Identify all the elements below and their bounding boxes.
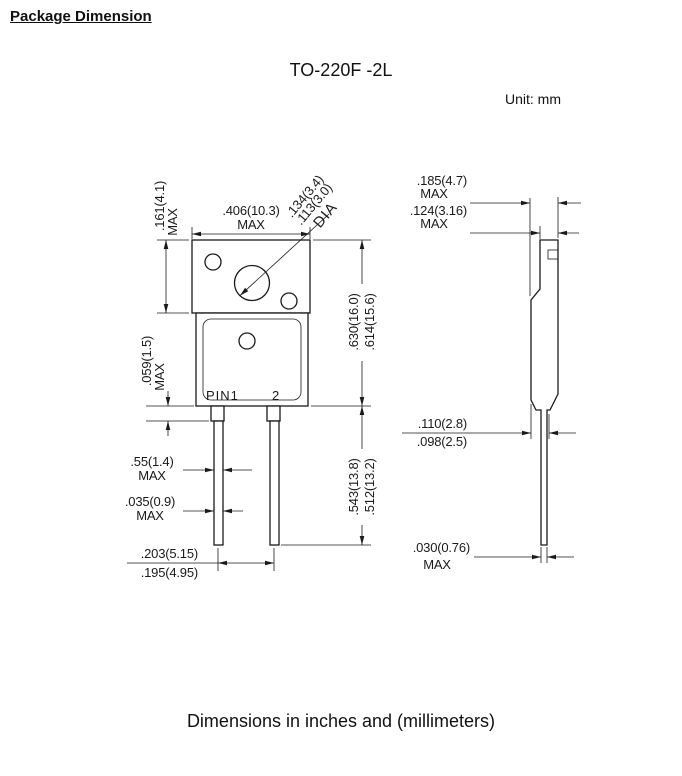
arrowhead (359, 536, 365, 545)
arrowhead (192, 231, 201, 237)
dim-overall-height-lower: .614(15.6) (362, 293, 377, 350)
side-detail-notch (547, 249, 559, 260)
front-view: PIN1 2 (191, 239, 311, 546)
arrowhead (223, 467, 232, 473)
dim-lead-pitch-upper: .203(5.15) (141, 546, 198, 561)
footer-note: Dimensions in inches and (millimeters) (186, 711, 496, 731)
arrowhead (558, 200, 567, 206)
lead2 (269, 420, 280, 546)
arrowhead (165, 397, 171, 406)
lead1 (213, 420, 224, 546)
dim-body-thickness-lower: .098(2.5) (417, 434, 467, 449)
dim-shoulder-height: .059(1.5) MAX (139, 336, 209, 436)
dim-lead-thickness-front: .035(0.9) MAX (125, 494, 243, 523)
dim-overall-height: .630(16.0) .614(15.6) (311, 239, 377, 407)
side-profile (530, 239, 559, 546)
dim-body-thickness-upper: .110(2.8) (418, 416, 467, 431)
arrowhead (532, 554, 541, 560)
dim-lead-thickness-side-qualifier: MAX (423, 557, 451, 572)
dim-lead-pitch-lower: .195(4.95) (141, 565, 198, 580)
arrowhead (240, 287, 249, 296)
dim-overall-thickness: .185(4.7) MAX (417, 173, 581, 296)
arrowhead (531, 230, 540, 236)
arrowhead (205, 467, 214, 473)
dim-lead-pitch: .203(5.15) .195(4.95) (127, 546, 275, 580)
pin1-label: PIN1 (206, 388, 239, 403)
arrowhead (558, 230, 567, 236)
lead1-shoulder (210, 405, 225, 422)
dim-tab-height-qualifier: MAX (165, 208, 180, 236)
arrowhead (549, 430, 558, 436)
dim-lead-width: .55(1.4) MAX (130, 454, 252, 483)
arrowhead (359, 406, 365, 415)
dim-lead-thickness-qualifier: MAX (136, 508, 164, 523)
dim-overall-thickness-qualifier: MAX (420, 186, 448, 201)
dim-body-width: .406(10.3) MAX (191, 203, 311, 239)
mounting-hole (233, 264, 271, 302)
dim-lead-length-lower: .512(13.2) (362, 458, 377, 515)
body-dimple (238, 332, 256, 350)
body-inner-outline (202, 318, 302, 401)
dim-overall-height-upper: .630(16.0) (346, 293, 361, 350)
arrowhead (547, 554, 556, 560)
package-body (195, 312, 309, 407)
dim-tab-thickness-value: .124(3.16) (410, 203, 467, 218)
tab-small-hole-left (204, 253, 222, 271)
dim-tab-height-value: .161(4.1) (152, 181, 167, 231)
dim-shoulder-height-qualifier: MAX (152, 363, 167, 391)
dim-lead-thickness-value: .035(0.9) (125, 494, 175, 509)
dim-lead-width-value: .55(1.4) (130, 454, 173, 469)
arrowhead (522, 430, 531, 436)
arrowhead (163, 240, 169, 249)
dim-tab-thickness: .124(3.16) MAX (410, 203, 579, 239)
arrowhead (218, 560, 227, 566)
dim-body-thickness: .110(2.8) .098(2.5) (402, 404, 576, 449)
arrowhead (301, 231, 310, 237)
dim-tab-height: .161(4.1) MAX (152, 181, 189, 314)
arrowhead (163, 304, 169, 313)
dim-lead-thickness-side: .030(0.76) MAX (413, 540, 574, 572)
dim-lead-thickness-side-value: .030(0.76) (413, 540, 470, 555)
dim-lead-width-qualifier: MAX (138, 468, 166, 483)
dim-overall-thickness-value: .185(4.7) (417, 173, 467, 188)
unit-note: Unit: mm (505, 91, 561, 107)
arrowhead (205, 508, 214, 514)
dim-tab-thickness-qualifier: MAX (420, 216, 448, 231)
dim-lead-length: .543(13.8) .512(13.2) (281, 406, 377, 546)
arrowhead (359, 240, 365, 249)
arrowhead (223, 508, 232, 514)
arrowhead (165, 421, 171, 430)
dim-lead-length-upper: .543(13.8) (346, 458, 361, 515)
lead2-shoulder (266, 405, 281, 422)
arrowhead (521, 200, 530, 206)
dim-shoulder-height-value: .059(1.5) (139, 336, 154, 386)
leader-line (239, 213, 330, 296)
side-view (530, 239, 559, 546)
tab-small-hole-right (280, 292, 298, 310)
pin2-label: 2 (272, 388, 280, 403)
arrowhead (265, 560, 274, 566)
dim-body-width-value: .406(10.3) (222, 203, 279, 218)
page-heading: Package Dimension (10, 8, 152, 25)
arrowhead (359, 397, 365, 406)
dim-body-width-qualifier: MAX (237, 217, 265, 232)
package-title: TO-220F -2L (289, 60, 393, 80)
